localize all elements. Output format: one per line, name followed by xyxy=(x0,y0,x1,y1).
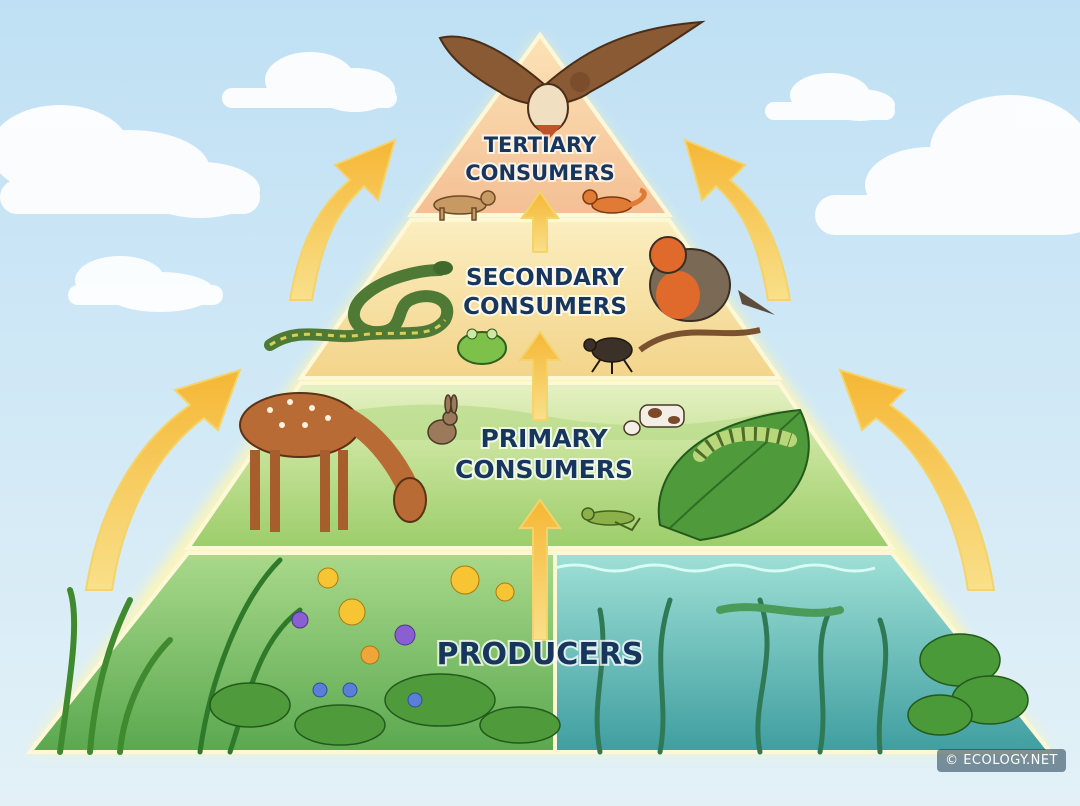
beetle-icon xyxy=(583,337,633,374)
cow-icon xyxy=(623,404,685,436)
grasshopper-icon xyxy=(581,507,641,532)
frog-icon xyxy=(457,328,507,365)
meadow-hills xyxy=(280,404,800,440)
deer-icon xyxy=(239,392,427,532)
center-arrows xyxy=(518,190,562,641)
snake-icon xyxy=(264,261,454,351)
tier-producers-label: PRODUCERS xyxy=(436,637,643,672)
copyright-credit: © ECOLOGY.NET xyxy=(937,749,1066,772)
cloud-left-top xyxy=(0,105,260,218)
clouds xyxy=(0,52,1080,312)
center-arrow-3 xyxy=(520,190,560,253)
tier-primary-line2: CONSUMERS xyxy=(455,455,633,484)
water-surface xyxy=(554,563,876,573)
aquatic-plants xyxy=(594,597,889,755)
land-plants xyxy=(57,557,561,755)
wildflowers-icon xyxy=(291,565,515,708)
center-arrow-1 xyxy=(518,498,562,641)
leaf-caterpillar-icon xyxy=(657,408,810,542)
energy-flow-arrows xyxy=(84,138,996,591)
cougar-icon xyxy=(433,190,496,221)
center-arrow-2 xyxy=(518,330,562,421)
tier-primary-line1: PRIMARY xyxy=(480,424,608,453)
side-arrow-right-lower xyxy=(838,368,996,591)
fox-icon xyxy=(582,187,647,214)
tier-secondary-line1: SECONDARY xyxy=(466,265,624,291)
side-arrow-left-upper xyxy=(288,138,397,301)
rabbit-icon xyxy=(427,394,458,445)
hawk-icon xyxy=(438,20,706,140)
cloud-top-right xyxy=(765,73,895,121)
robin-icon xyxy=(638,236,775,353)
side-arrow-left-lower xyxy=(84,368,242,591)
side-arrow-right-upper xyxy=(683,138,792,301)
tier-tertiary-line1: TERTIARY xyxy=(484,133,597,157)
cloud-right xyxy=(815,95,1080,235)
cloud-left-mid xyxy=(68,256,223,312)
shrub-right xyxy=(907,633,1029,736)
tier-tertiary-line2: CONSUMERS xyxy=(465,161,615,185)
tier-secondary-line2: CONSUMERS xyxy=(463,294,627,320)
cloud-top-center xyxy=(222,52,397,112)
